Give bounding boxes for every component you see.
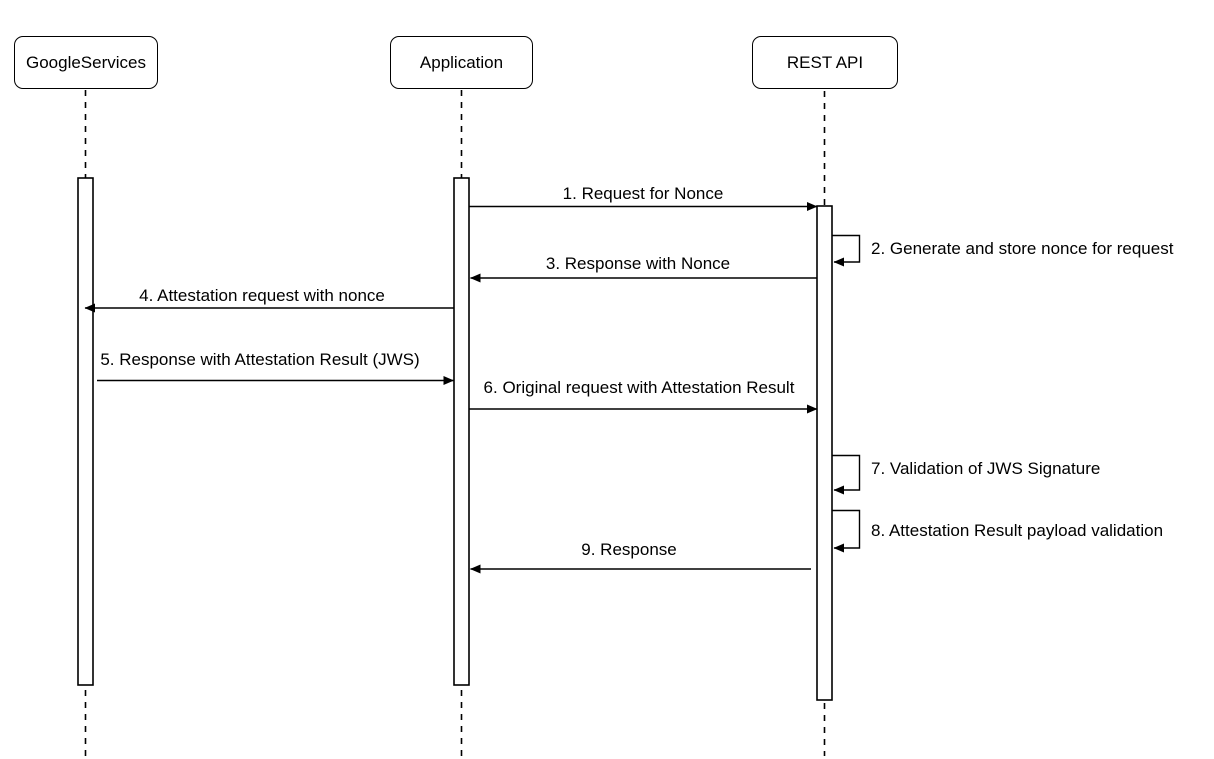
actor-label: GoogleServices xyxy=(25,53,146,72)
message-label-7: 7. Validation of JWS Signature xyxy=(871,459,1101,478)
message-label-6: 6. Original request with Attestation Res… xyxy=(483,378,795,397)
message-label-2: 2. Generate and store nonce for request xyxy=(871,239,1174,258)
message-self-loop-7 xyxy=(832,454,861,495)
message-label-9: 9. Response xyxy=(581,540,677,559)
activation-bar-rest-api xyxy=(816,205,833,701)
message-label-8: 8. Attestation Result payload validation xyxy=(871,521,1164,540)
activation-bar-google-services xyxy=(77,177,94,686)
activation-bar-application xyxy=(453,177,470,686)
message-arrows xyxy=(84,202,861,574)
message-self-loop-8 xyxy=(832,509,861,553)
activation-bars xyxy=(77,177,833,701)
actor-rest-api: REST API xyxy=(752,36,898,89)
message-self-loop-2 xyxy=(832,234,861,267)
actor-google-services: GoogleServices xyxy=(14,36,158,89)
message-label-4: 4. Attestation request with nonce xyxy=(139,286,385,305)
message-label-3: 3. Response with Nonce xyxy=(545,254,731,273)
actor-label: Application xyxy=(419,53,504,72)
message-label-1: 1. Request for Nonce xyxy=(562,184,724,203)
actor-application: Application xyxy=(390,36,533,89)
message-label-5: 5. Response with Attestation Result (JWS… xyxy=(100,350,420,369)
actor-label: REST API xyxy=(786,53,864,72)
